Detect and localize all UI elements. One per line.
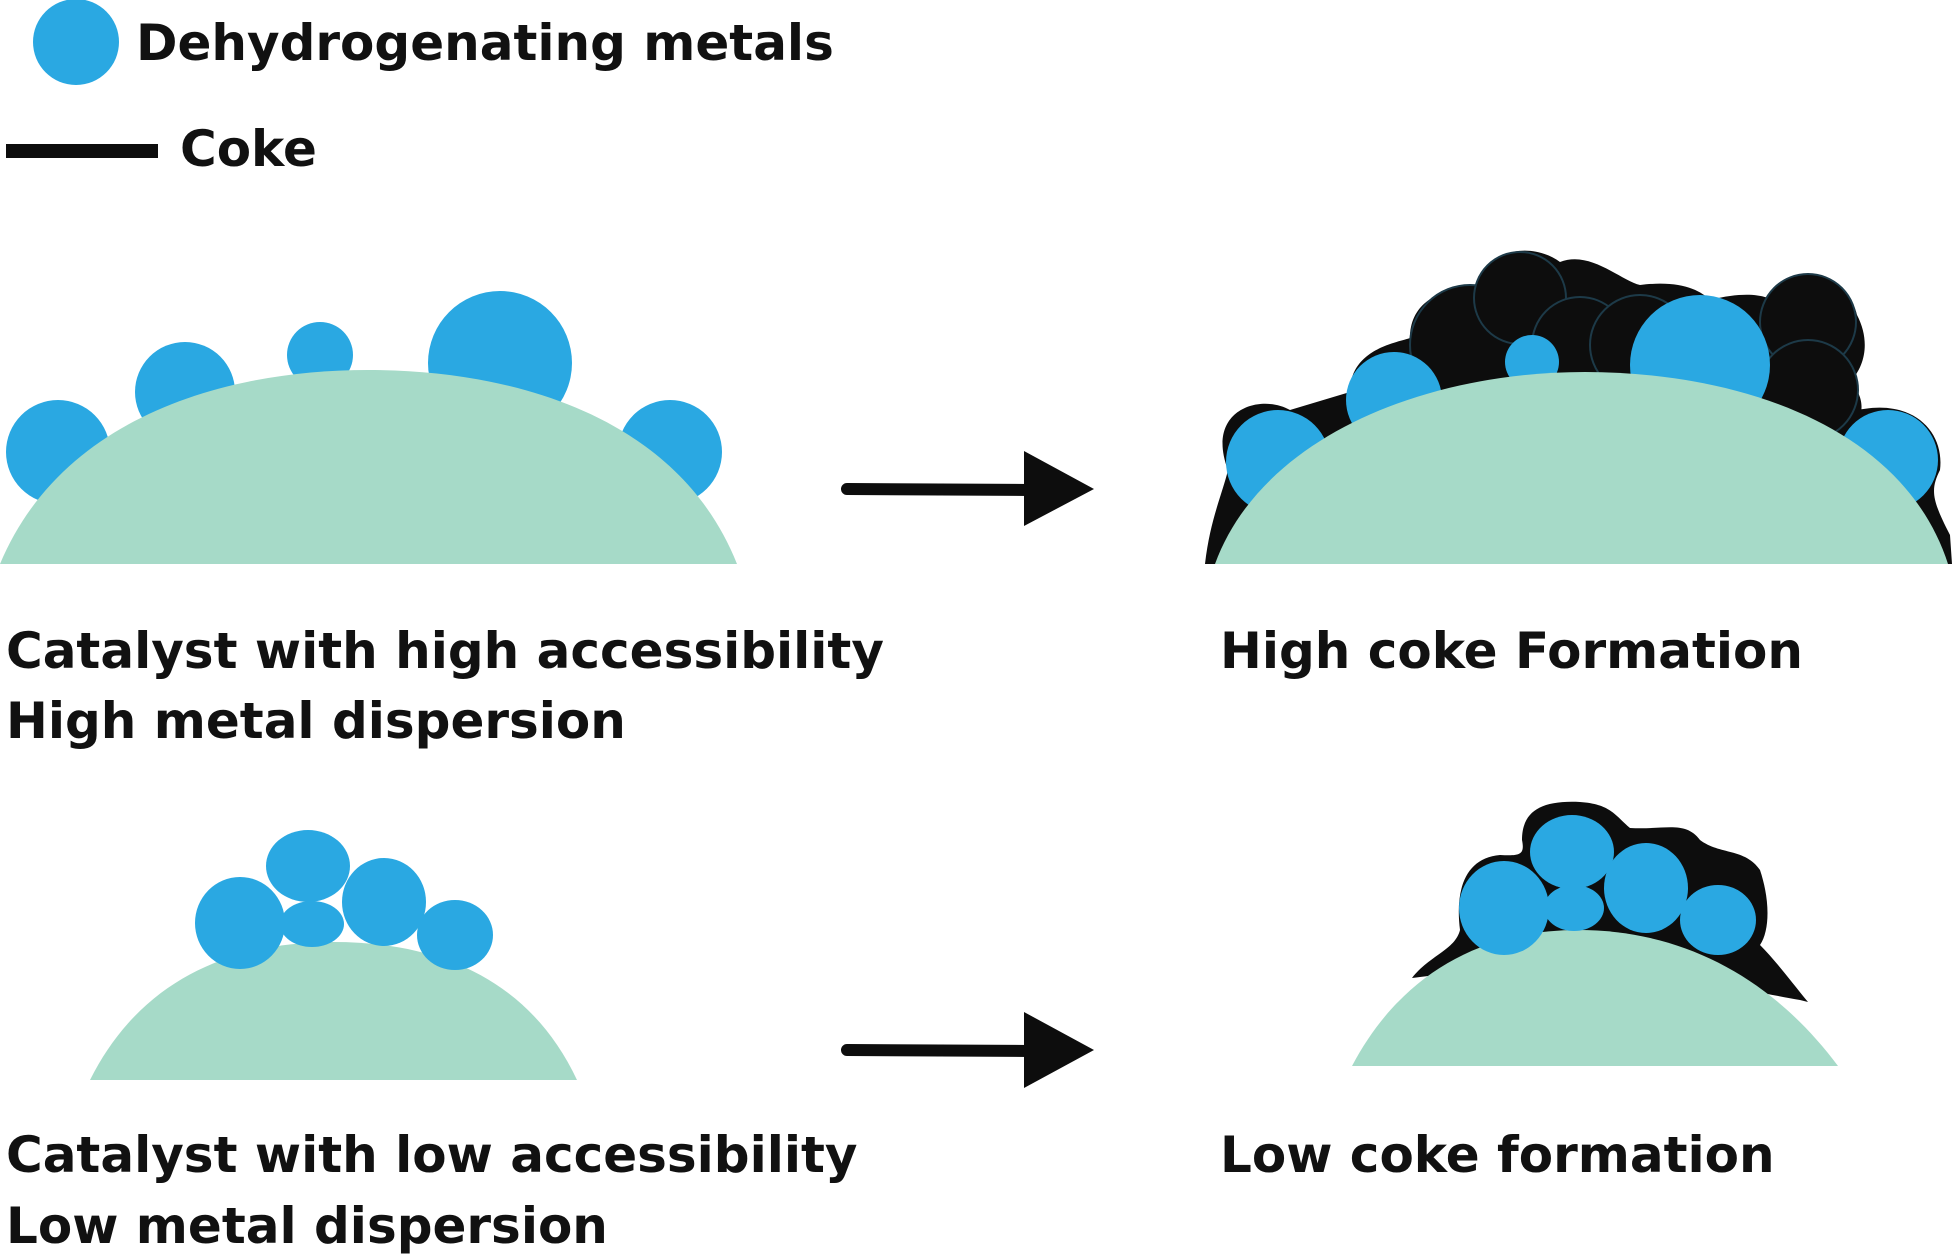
- metal-particle: [1604, 843, 1688, 933]
- caption-high-dispersion: High metal dispersion: [6, 692, 626, 750]
- catalyst-support: [0, 370, 737, 564]
- metal-particle: [280, 901, 344, 947]
- reaction-arrow-top: [841, 451, 1094, 526]
- metal-legend-swatch: [33, 0, 119, 85]
- catalyst-high-dispersion: [0, 291, 737, 564]
- caption-high-accessibility: Catalyst with high accessibility: [6, 622, 884, 680]
- caption-low-accessibility: Catalyst with low accessibility: [6, 1126, 858, 1184]
- catalyst-support: [90, 942, 577, 1080]
- catalyst-low-coke: [1352, 801, 1838, 1066]
- metal-particle: [1544, 885, 1604, 931]
- metal-legend-label: Dehydrogenating metals: [136, 14, 834, 72]
- coke-legend-label: Coke: [180, 120, 317, 178]
- coke-legend-swatch: [6, 144, 158, 158]
- metal-particle: [417, 900, 493, 970]
- reaction-arrow-bottom: [841, 1012, 1094, 1088]
- catalyst-support: [1352, 930, 1838, 1066]
- metal-particle: [1680, 885, 1756, 955]
- catalyst-support: [1215, 372, 1948, 564]
- caption-low-dispersion: Low metal dispersion: [6, 1197, 608, 1255]
- metal-particle: [266, 830, 350, 902]
- metal-particle: [1530, 815, 1614, 889]
- catalyst-high-coke: [1205, 250, 1952, 564]
- catalyst-low-dispersion: [90, 830, 577, 1080]
- metal-particle: [1459, 861, 1549, 955]
- metal-particle: [195, 877, 285, 969]
- legend: Dehydrogenating metals Coke: [6, 0, 834, 178]
- caption-low-coke: Low coke formation: [1220, 1126, 1775, 1184]
- metal-particle: [342, 858, 426, 946]
- caption-high-coke: High coke Formation: [1220, 622, 1803, 680]
